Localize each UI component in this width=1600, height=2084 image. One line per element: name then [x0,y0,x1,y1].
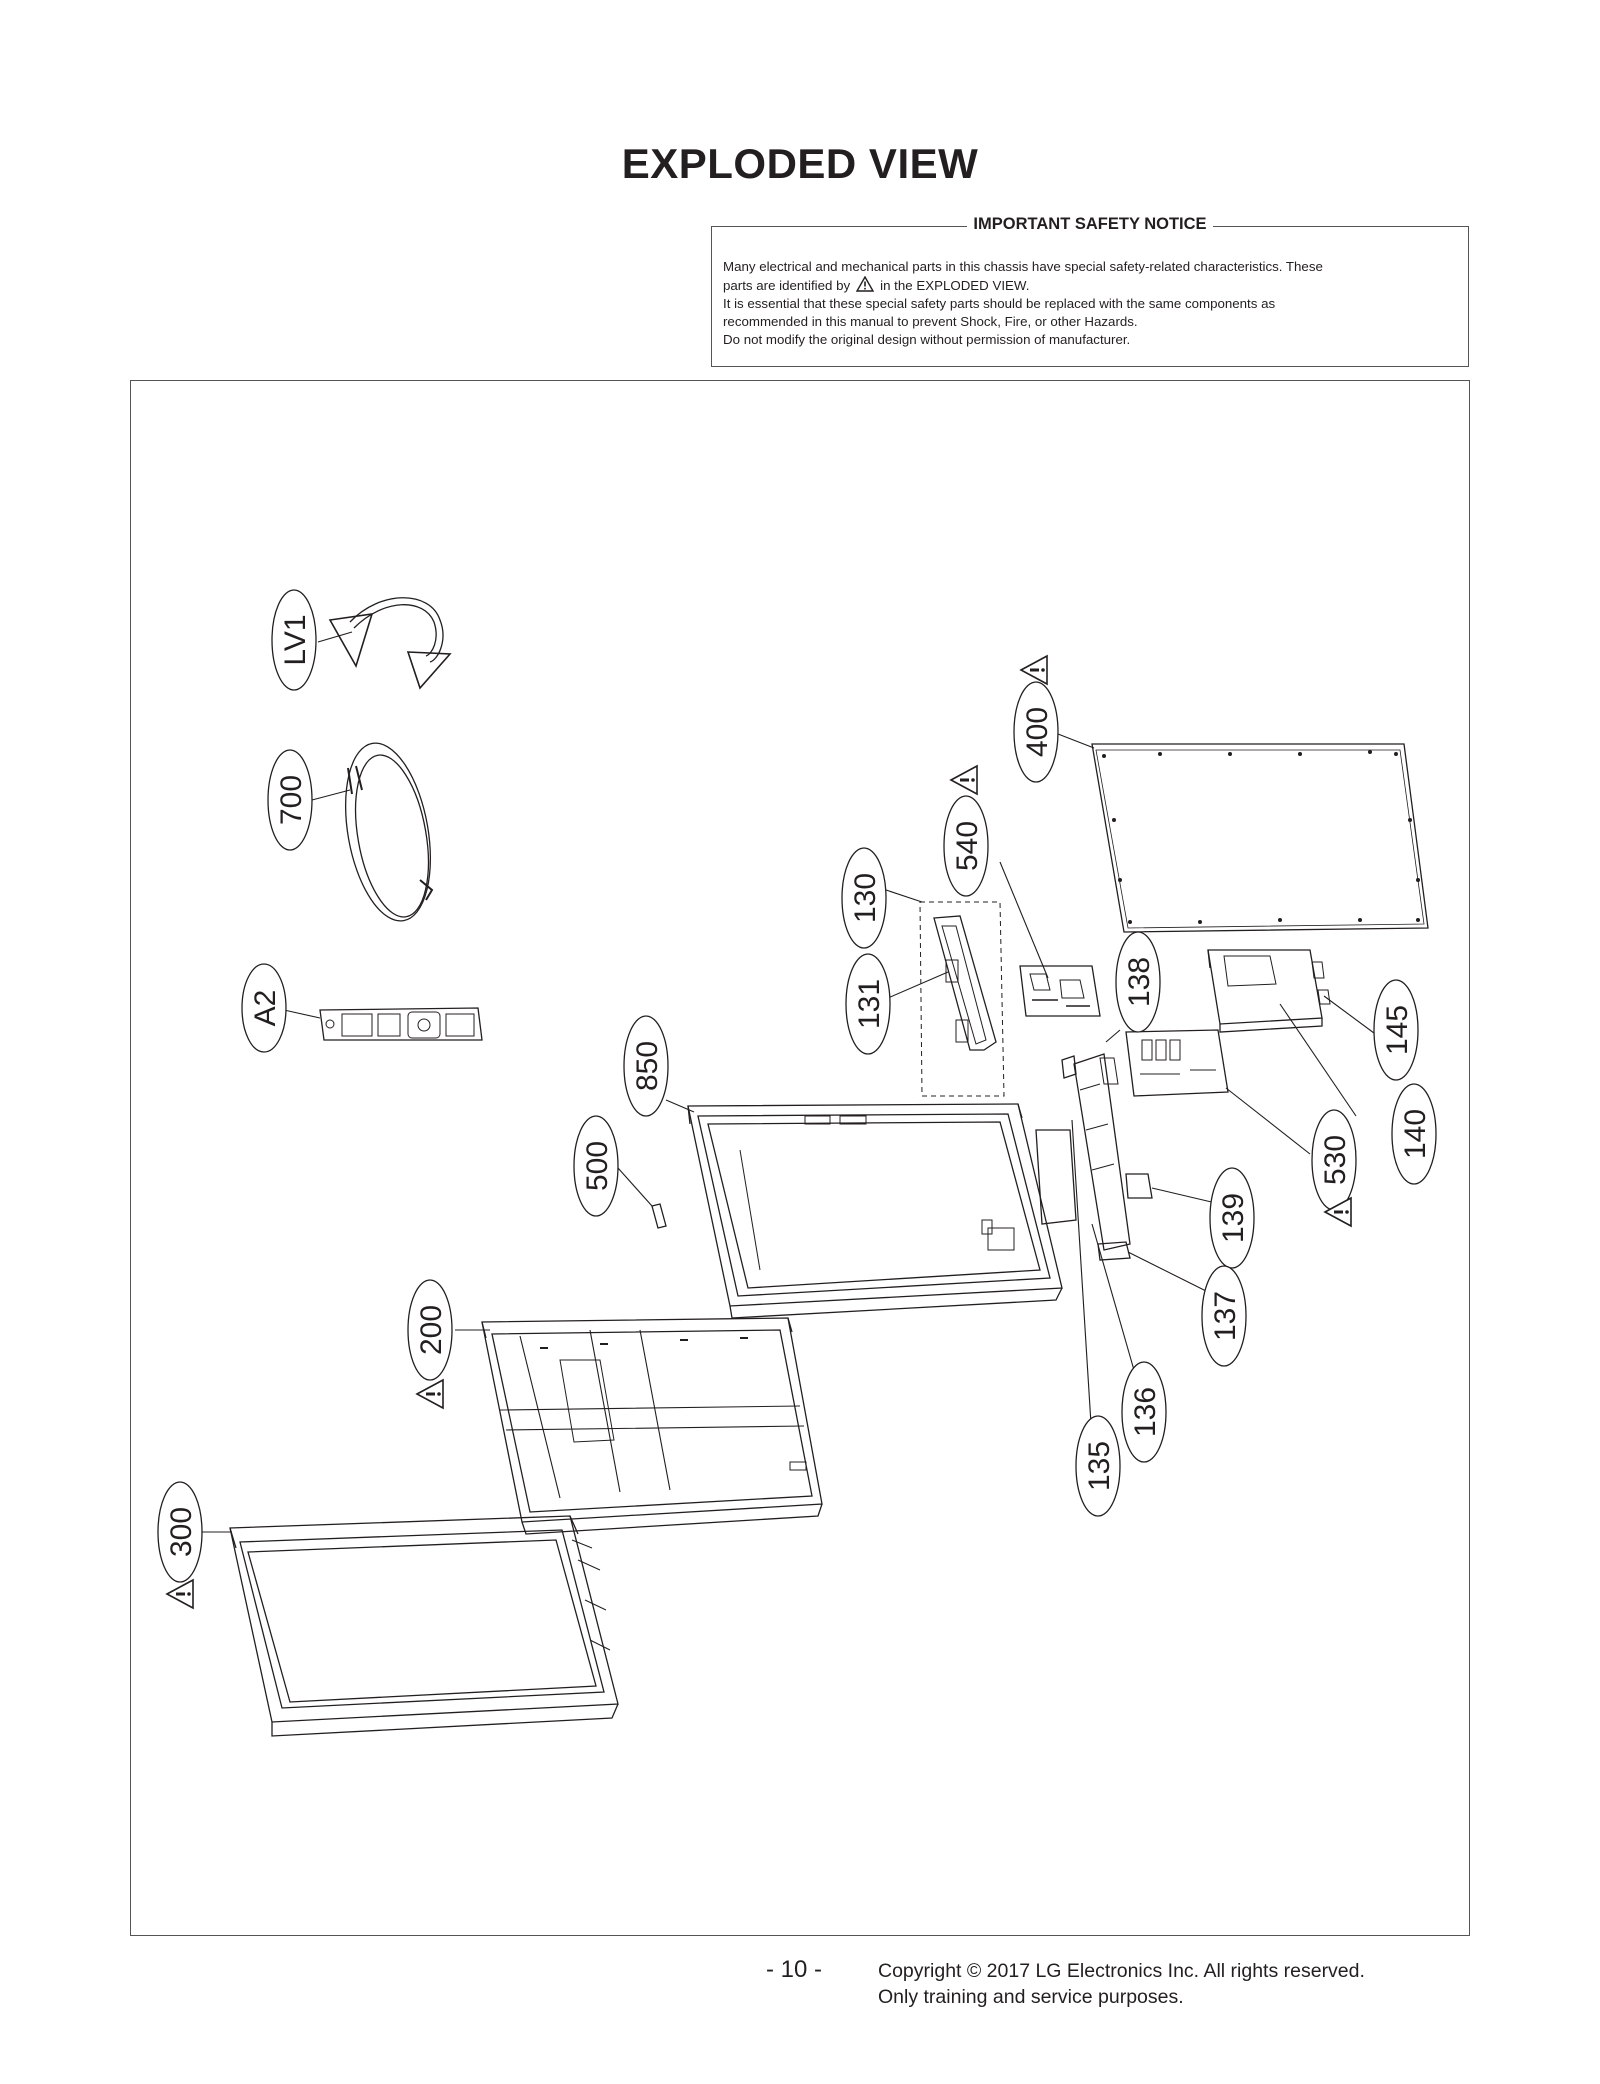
page-title: EXPLODED VIEW [621,140,979,187]
label-530: 530 [1311,1109,1357,1211]
label-540: 540 [943,795,989,897]
label-145: 145 [1373,979,1419,1081]
svg-text:135: 135 [1083,1441,1116,1491]
notice-line-3: It is essential that these special safet… [723,296,1276,311]
warning-triangle-icon [1019,654,1049,686]
part-labels: LV1 700 A2 500 850 200 300 130 131 540 4… [157,589,1437,1583]
svg-text:130: 130 [849,873,882,923]
svg-text:500: 500 [581,1141,614,1191]
svg-text:300: 300 [165,1507,198,1557]
label-LV1: LV1 [271,589,317,691]
part-700-power-cord [344,742,434,922]
notice-line-1: Many electrical and mechanical parts in … [723,259,1323,274]
svg-text:540: 540 [951,821,984,871]
copyright-line-1: Copyright © 2017 LG Electronics Inc. All… [878,1960,1365,1982]
label-136: 136 [1121,1361,1167,1463]
svg-text:850: 850 [631,1041,664,1091]
part-300-front-cabinet [229,1515,619,1737]
copyright-notice: Copyright © 2017 LG Electronics Inc. All… [878,1958,1365,2010]
label-500: 500 [573,1115,619,1217]
diagram-frame [130,380,1470,1936]
part-530-power-board [1125,1029,1229,1097]
label-200: 200 [407,1279,453,1381]
svg-text:200: 200 [415,1305,448,1355]
label-400: 400 [1013,681,1059,783]
leader-lines [196,631,1379,1533]
svg-text:530: 530 [1319,1135,1352,1185]
part-850-back-frame [687,1103,1063,1319]
svg-text:400: 400 [1021,707,1054,757]
safety-notice-box: IMPORTANT SAFETY NOTICE Many electrical … [711,215,1469,367]
svg-text:140: 140 [1399,1109,1432,1159]
part-140-power-unit [1207,949,1331,1033]
part-500-connector [651,1203,667,1229]
label-700: 700 [267,749,313,851]
copyright-line-2: Only training and service purposes. [878,1986,1184,2008]
label-137: 137 [1201,1265,1247,1367]
svg-text:700: 700 [275,775,308,825]
svg-text:137: 137 [1209,1291,1242,1341]
part-540-main-board [1019,965,1101,1017]
warning-triangle-icon [856,276,875,292]
part-400-back-cover [1091,743,1429,933]
warning-triangle-icon [165,1578,195,1610]
label-138: 138 [1115,931,1161,1033]
part-A2-remote-control [319,1007,483,1041]
label-135: 135 [1075,1415,1121,1517]
svg-text:LV1: LV1 [279,614,312,665]
svg-text:145: 145 [1381,1005,1414,1055]
label-139: 139 [1209,1167,1255,1269]
part-LV1-cable [328,597,452,690]
warning-triangle-icon [415,1378,445,1410]
label-131: 131 [845,953,891,1055]
svg-text:131: 131 [853,979,886,1029]
label-130: 130 [841,847,887,949]
label-300: 300 [157,1481,203,1583]
svg-text:136: 136 [1129,1387,1162,1437]
page-number: - 10 - [766,1956,823,1983]
warning-triangle-icon [949,764,979,796]
part-135-139-brackets [1035,1053,1153,1261]
safety-notice-body: Many electrical and mechanical parts in … [723,258,1457,349]
label-140: 140 [1391,1083,1437,1185]
notice-line-5: Do not modify the original design withou… [723,332,1131,347]
svg-text:139: 139 [1217,1193,1250,1243]
part-200-module [481,1317,823,1535]
label-850: 850 [623,1015,669,1117]
svg-text:A2: A2 [249,990,282,1027]
notice-line-4: recommended in this manual to prevent Sh… [723,314,1138,329]
svg-text:138: 138 [1123,957,1156,1007]
safety-notice-heading: IMPORTANT SAFETY NOTICE [712,215,1468,234]
safety-markers [165,654,1353,1610]
part-130-speaker-group [919,901,1005,1097]
label-A2: A2 [241,963,287,1053]
